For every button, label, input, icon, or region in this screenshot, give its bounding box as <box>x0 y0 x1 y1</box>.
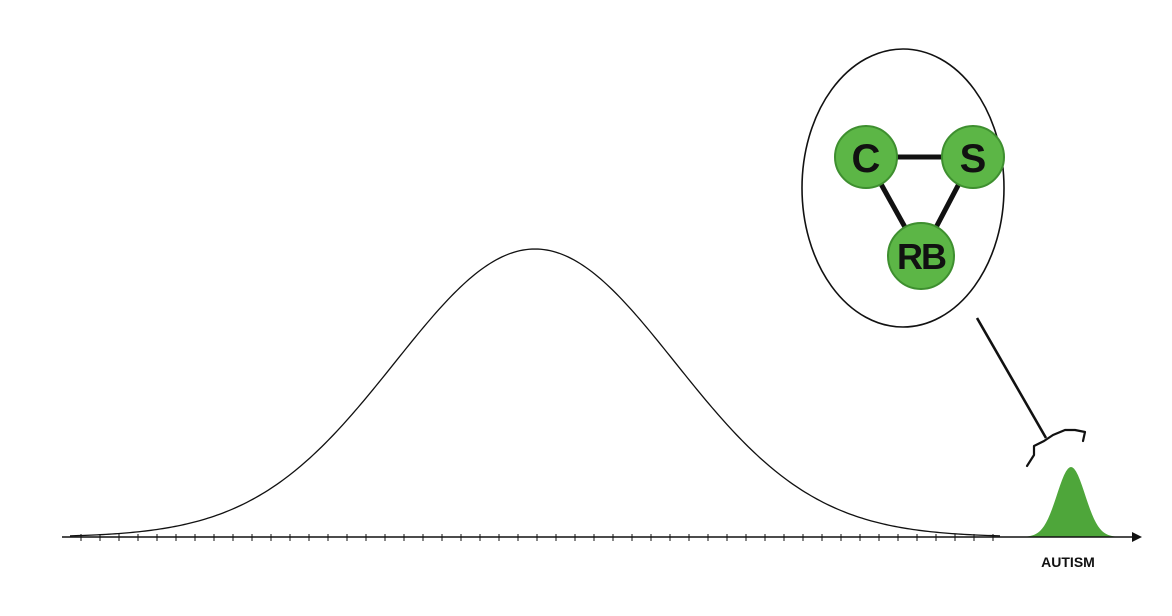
node-s-label: S <box>960 137 987 181</box>
node-c-circle <box>834 125 898 189</box>
bracket <box>1025 428 1087 468</box>
node-rb: RB <box>887 222 955 290</box>
node-s: S <box>941 125 1005 189</box>
node-c: C <box>834 125 898 189</box>
autism-label: AUTISM <box>1041 554 1095 570</box>
population-curve <box>69 248 1001 537</box>
connector-line <box>975 317 1048 439</box>
node-rb-label: RB <box>897 236 946 277</box>
node-rb-circle <box>887 222 955 290</box>
axis-ticks <box>80 534 994 541</box>
autism-distribution <box>1024 467 1118 537</box>
node-s-circle <box>941 125 1005 189</box>
node-c-label: C <box>852 137 881 181</box>
